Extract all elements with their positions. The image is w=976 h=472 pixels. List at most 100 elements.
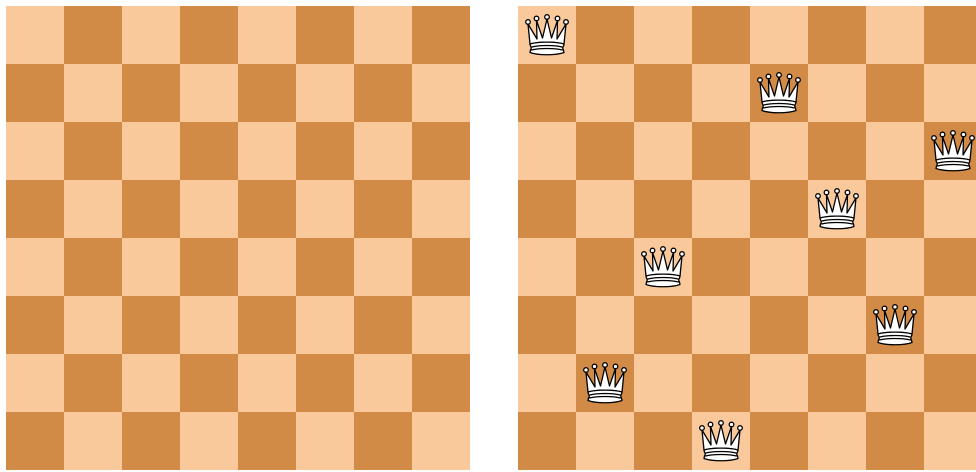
- dark-square[interactable]: [866, 180, 924, 238]
- light-square[interactable]: [634, 6, 692, 64]
- dark-square[interactable]: [238, 296, 296, 354]
- light-square[interactable]: [354, 238, 412, 296]
- light-square[interactable]: [122, 354, 180, 412]
- dark-square[interactable]: [808, 6, 866, 64]
- dark-square[interactable]: [866, 296, 924, 354]
- light-square[interactable]: [750, 354, 808, 412]
- dark-square[interactable]: [750, 296, 808, 354]
- light-square[interactable]: [866, 122, 924, 180]
- dark-square[interactable]: [924, 354, 976, 412]
- light-square[interactable]: [866, 6, 924, 64]
- dark-square[interactable]: [750, 180, 808, 238]
- dark-square[interactable]: [180, 6, 238, 64]
- dark-square[interactable]: [238, 180, 296, 238]
- light-square[interactable]: [180, 180, 238, 238]
- dark-square[interactable]: [354, 296, 412, 354]
- dark-square[interactable]: [6, 180, 64, 238]
- dark-square[interactable]: [866, 64, 924, 122]
- light-square[interactable]: [924, 412, 976, 470]
- light-square[interactable]: [518, 6, 576, 64]
- dark-square[interactable]: [6, 296, 64, 354]
- light-square[interactable]: [354, 354, 412, 412]
- light-square[interactable]: [808, 180, 866, 238]
- light-square[interactable]: [296, 412, 354, 470]
- light-square[interactable]: [808, 64, 866, 122]
- dark-square[interactable]: [412, 6, 470, 64]
- dark-square[interactable]: [122, 64, 180, 122]
- dark-square[interactable]: [692, 238, 750, 296]
- dark-square[interactable]: [122, 412, 180, 470]
- dark-square[interactable]: [518, 296, 576, 354]
- light-square[interactable]: [634, 122, 692, 180]
- dark-square[interactable]: [576, 122, 634, 180]
- dark-square[interactable]: [296, 122, 354, 180]
- light-square[interactable]: [354, 6, 412, 64]
- light-square[interactable]: [692, 64, 750, 122]
- light-square[interactable]: [412, 296, 470, 354]
- light-square[interactable]: [6, 354, 64, 412]
- dark-square[interactable]: [296, 238, 354, 296]
- light-square[interactable]: [518, 354, 576, 412]
- dark-square[interactable]: [518, 180, 576, 238]
- light-square[interactable]: [634, 238, 692, 296]
- light-square[interactable]: [518, 122, 576, 180]
- dark-square[interactable]: [750, 412, 808, 470]
- dark-square[interactable]: [924, 122, 976, 180]
- dark-square[interactable]: [6, 64, 64, 122]
- light-square[interactable]: [692, 180, 750, 238]
- light-square[interactable]: [122, 122, 180, 180]
- light-square[interactable]: [924, 64, 976, 122]
- dark-square[interactable]: [518, 64, 576, 122]
- dark-square[interactable]: [576, 238, 634, 296]
- dark-square[interactable]: [412, 354, 470, 412]
- dark-square[interactable]: [122, 296, 180, 354]
- dark-square[interactable]: [122, 180, 180, 238]
- light-square[interactable]: [412, 180, 470, 238]
- light-square[interactable]: [122, 238, 180, 296]
- dark-square[interactable]: [924, 238, 976, 296]
- dark-square[interactable]: [750, 64, 808, 122]
- dark-square[interactable]: [634, 296, 692, 354]
- light-square[interactable]: [576, 296, 634, 354]
- light-square[interactable]: [750, 238, 808, 296]
- light-square[interactable]: [64, 180, 122, 238]
- light-square[interactable]: [238, 122, 296, 180]
- dark-square[interactable]: [296, 6, 354, 64]
- light-square[interactable]: [180, 296, 238, 354]
- dark-square[interactable]: [924, 6, 976, 64]
- light-square[interactable]: [180, 412, 238, 470]
- dark-square[interactable]: [354, 412, 412, 470]
- light-square[interactable]: [924, 180, 976, 238]
- light-square[interactable]: [750, 122, 808, 180]
- dark-square[interactable]: [634, 180, 692, 238]
- light-square[interactable]: [6, 122, 64, 180]
- dark-square[interactable]: [64, 122, 122, 180]
- light-square[interactable]: [576, 412, 634, 470]
- dark-square[interactable]: [692, 6, 750, 64]
- dark-square[interactable]: [64, 6, 122, 64]
- dark-square[interactable]: [238, 412, 296, 470]
- dark-square[interactable]: [808, 122, 866, 180]
- dark-square[interactable]: [808, 238, 866, 296]
- light-square[interactable]: [866, 354, 924, 412]
- dark-square[interactable]: [64, 238, 122, 296]
- light-square[interactable]: [576, 180, 634, 238]
- dark-square[interactable]: [412, 122, 470, 180]
- light-square[interactable]: [808, 412, 866, 470]
- light-square[interactable]: [518, 238, 576, 296]
- light-square[interactable]: [924, 296, 976, 354]
- light-square[interactable]: [238, 6, 296, 64]
- light-square[interactable]: [122, 6, 180, 64]
- light-square[interactable]: [750, 6, 808, 64]
- light-square[interactable]: [6, 6, 64, 64]
- dark-square[interactable]: [808, 354, 866, 412]
- light-square[interactable]: [354, 122, 412, 180]
- dark-square[interactable]: [180, 238, 238, 296]
- dark-square[interactable]: [354, 64, 412, 122]
- light-square[interactable]: [238, 354, 296, 412]
- light-square[interactable]: [692, 296, 750, 354]
- light-square[interactable]: [64, 64, 122, 122]
- light-square[interactable]: [808, 296, 866, 354]
- light-square[interactable]: [64, 412, 122, 470]
- dark-square[interactable]: [180, 354, 238, 412]
